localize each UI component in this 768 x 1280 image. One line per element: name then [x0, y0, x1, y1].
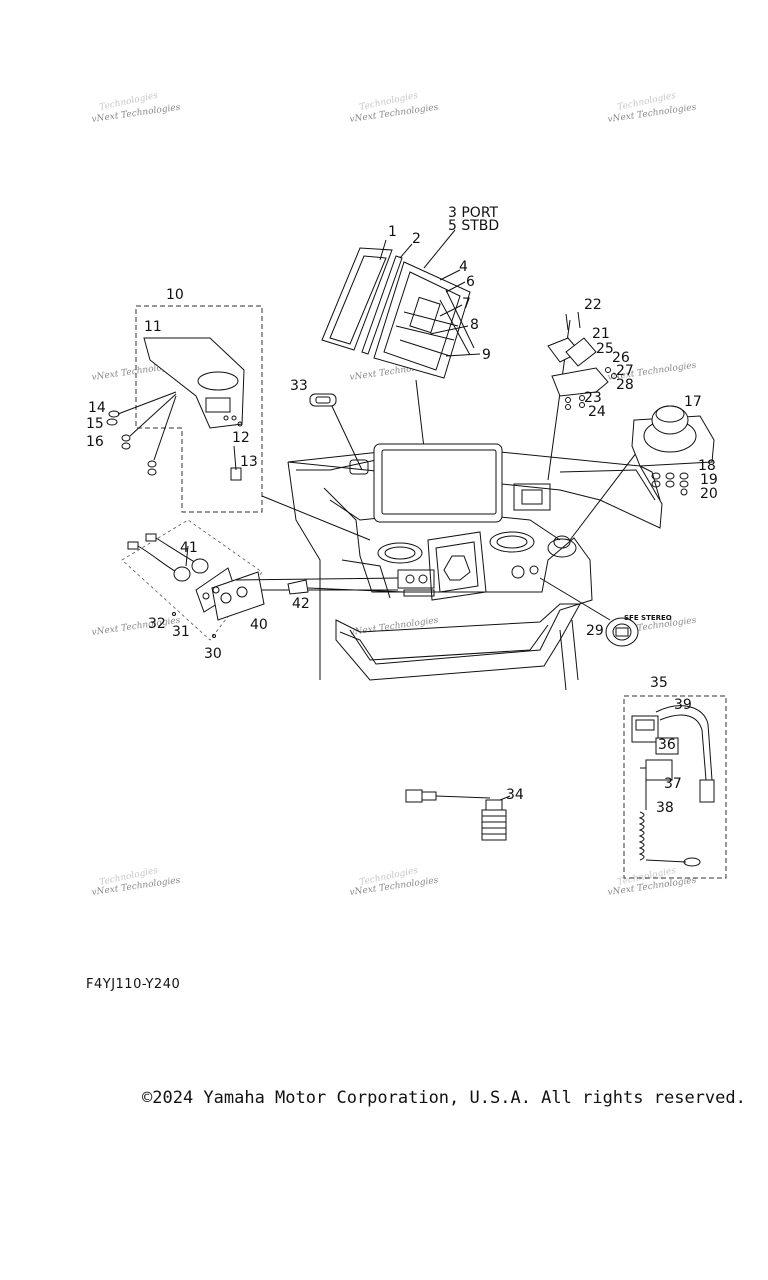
callout-1: 1	[388, 224, 397, 240]
callout-38: 38	[656, 800, 674, 816]
callout-40: 40	[250, 617, 268, 633]
callout-15: 15	[86, 416, 104, 432]
group-30-box	[121, 519, 399, 641]
callout-41: 41	[180, 540, 198, 556]
callout-22: 22	[584, 297, 602, 313]
callout-23: 23	[584, 390, 602, 406]
sfe-stereo-label: SFE STEREO	[624, 614, 672, 622]
callout-34: 34	[506, 787, 524, 803]
callout-12: 12	[232, 430, 250, 446]
callout-29: 29	[586, 623, 604, 639]
callout-16: 16	[86, 434, 104, 450]
callout-3-port: 3 PORT	[448, 205, 499, 221]
display-cover-parts	[321, 247, 475, 379]
callout-36: 36	[658, 737, 676, 753]
part-42-tag	[287, 579, 405, 595]
callout-6: 6	[466, 274, 475, 290]
callout-21: 21	[592, 326, 610, 342]
callout-11: 11	[144, 319, 162, 335]
callout-30: 30	[204, 646, 222, 662]
callout-2: 2	[412, 231, 421, 247]
callout-26: 26	[612, 350, 630, 366]
callout-18: 18	[698, 458, 716, 474]
part-17-joystick	[631, 405, 715, 496]
callout-4: 4	[459, 259, 468, 275]
callout-37: 37	[664, 776, 682, 792]
callout-39: 39	[674, 697, 692, 713]
part-29-stereo: SFE STEREO	[539, 577, 672, 647]
callout-labels: 3 PORT 5 STBD 1 2 4 6 7 8 9 10 11 12 13 …	[86, 205, 718, 816]
callout-10: 10	[166, 287, 184, 303]
callout-8: 8	[470, 317, 479, 333]
callout-24: 24	[588, 404, 606, 420]
display-screen	[349, 443, 503, 523]
diagram-code: F4YJ110-Y240	[86, 977, 181, 992]
group-10-box	[106, 305, 371, 541]
part-21-group	[547, 311, 617, 410]
callout-9: 9	[482, 347, 491, 363]
callout-32: 32	[148, 616, 166, 632]
callout-13: 13	[240, 454, 258, 470]
callout-7: 7	[462, 296, 471, 312]
callout-20: 20	[700, 486, 718, 502]
part-33-switch	[309, 393, 337, 407]
watermark: vNext Technologies	[349, 616, 439, 638]
callout-25: 25	[596, 341, 614, 357]
callout-17: 17	[684, 394, 702, 410]
copyright-notice: ©2024 Yamaha Motor Corporation, U.S.A. A…	[142, 1088, 746, 1108]
callout-33: 33	[290, 378, 308, 394]
part-34-sensor	[405, 789, 511, 841]
callout-14: 14	[88, 400, 106, 416]
callout-28: 28	[616, 377, 634, 393]
dashboard-console	[287, 451, 663, 691]
callout-35: 35	[650, 675, 668, 691]
watermark: vNext Technologies	[91, 616, 181, 638]
callout-19: 19	[700, 472, 718, 488]
callout-5-stbd: 5 STBD	[448, 218, 499, 234]
callout-31: 31	[172, 624, 190, 640]
callout-27: 27	[616, 363, 634, 379]
group-35-box	[623, 695, 727, 879]
callout-42: 42	[292, 596, 310, 612]
